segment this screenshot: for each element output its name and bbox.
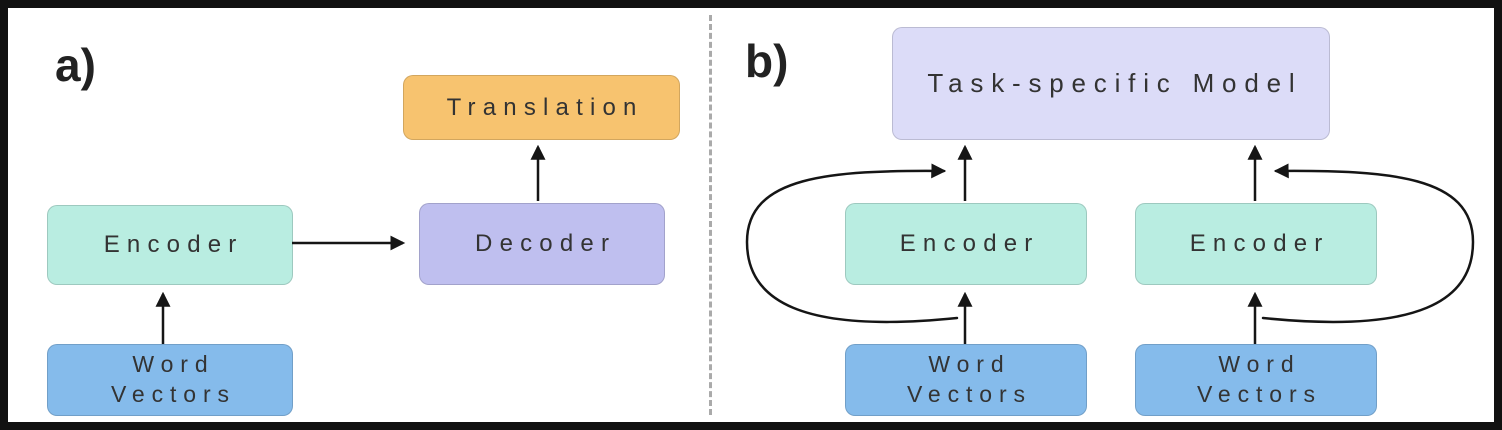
- translation-box: Translation: [403, 75, 680, 140]
- word-vectors-box-a-line1: Word: [132, 351, 215, 378]
- task-specific-model-box: Task-specific Model: [892, 27, 1330, 140]
- panel-a-label: a): [55, 39, 96, 91]
- panel-b-label: b): [745, 35, 789, 87]
- word-vectors-box-a-line2: Vectors: [110, 381, 236, 407]
- encoder-box-a: Encoder: [47, 205, 293, 285]
- skip-arrow-left: [745, 163, 959, 324]
- decoder-box: Decoder: [419, 203, 665, 285]
- encoder-box-b-left-label: Encoder: [899, 230, 1040, 258]
- word-vectors-box-b-left: Word Vectors: [845, 344, 1087, 416]
- word-vectors-box-b-right: Word Vectors: [1135, 344, 1377, 416]
- word-vectors-box-b-left-line2: Vectors: [906, 381, 1032, 407]
- encoder-box-b-right-label: Encoder: [1189, 230, 1330, 258]
- task-specific-model-label: Task-specific Model: [927, 67, 1303, 98]
- encoder-box-b-left: Encoder: [845, 203, 1087, 285]
- decoder-box-label: Decoder: [475, 230, 617, 258]
- word-vectors-box-b-left-line1: Word: [928, 351, 1011, 378]
- encoder-box-a-label: Encoder: [103, 231, 244, 259]
- translation-box-label: Translation: [446, 93, 644, 121]
- encoder-box-b-right: Encoder: [1135, 203, 1377, 285]
- word-vectors-box-b-right-line1: Word: [1218, 351, 1301, 378]
- panel-divider-dashed-line: [709, 15, 712, 415]
- word-vectors-box-b-right-line2: Vectors: [1196, 381, 1322, 407]
- skip-arrow-right: [1261, 163, 1475, 324]
- word-vectors-box-a: Word Vectors: [47, 344, 293, 416]
